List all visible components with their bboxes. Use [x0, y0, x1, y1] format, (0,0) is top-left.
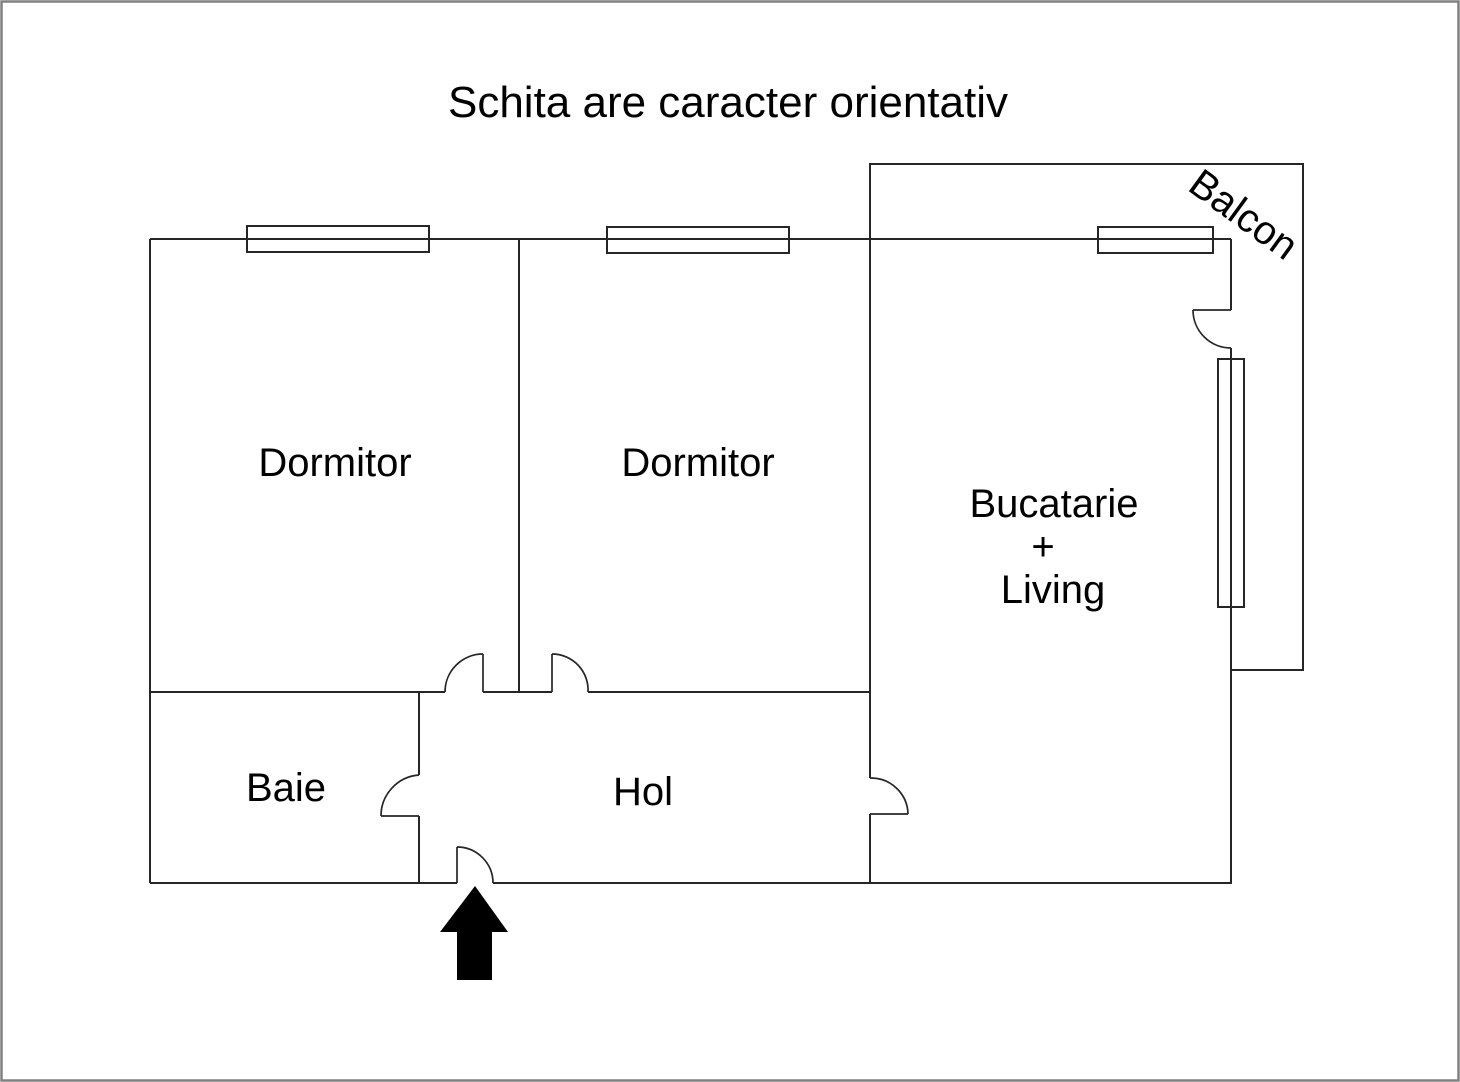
kitchen-living-label-line1: Bucatarie — [970, 482, 1139, 526]
bedroom1-door — [444, 653, 484, 693]
bedroom1-label: Dormitor — [258, 441, 411, 485]
bedroom1-window — [246, 225, 430, 253]
page-title: Schita are caracter orientativ — [448, 78, 1008, 127]
kitchen-living-label-line3: Living — [1001, 568, 1106, 612]
kitchen-living-label-line2: + — [1031, 525, 1054, 569]
kitchen-living-label: Bucatarie + Living — [970, 482, 1139, 612]
hall-label: Hol — [613, 770, 673, 814]
bedroom2-label: Dormitor — [621, 441, 774, 485]
balcony-window — [1217, 358, 1245, 608]
kitchen-to-balcony-door — [1192, 309, 1232, 349]
entrance-arrow-icon — [440, 886, 508, 980]
bathroom-label: Baie — [246, 766, 326, 810]
balcony-outline-wall — [869, 163, 1304, 671]
bathroom-door — [380, 774, 420, 817]
hall-to-kitchen-door — [869, 777, 909, 815]
kitchen-window — [1097, 226, 1214, 254]
entrance-door — [456, 846, 494, 884]
bedroom2-door — [551, 653, 589, 693]
bedroom2-window — [606, 226, 790, 254]
